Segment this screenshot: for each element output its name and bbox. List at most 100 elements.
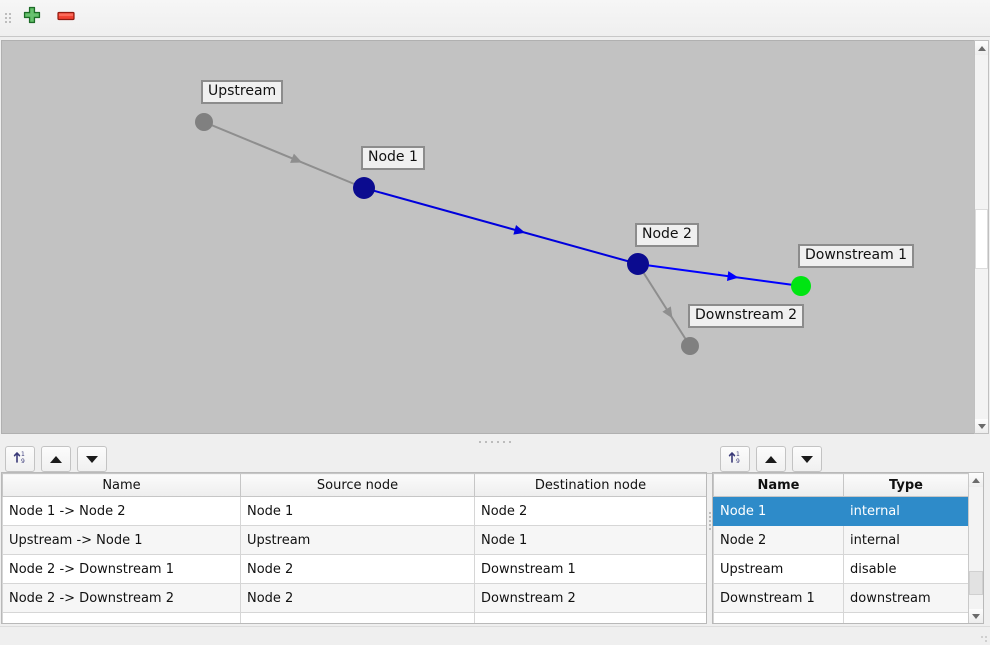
table-cell[interactable]: Upstream [240, 525, 475, 555]
graph-node[interactable] [627, 253, 649, 275]
table-cell[interactable]: Node 2 [240, 583, 475, 613]
grip-dot [5, 13, 7, 15]
nodes-scrollbar-thumb[interactable] [969, 571, 983, 595]
splitter-dot [485, 440, 487, 443]
nodes-move-up-button[interactable] [756, 446, 786, 472]
triangle-down-icon [86, 455, 98, 463]
node-label[interactable]: Upstream [201, 80, 284, 104]
table-cell-empty[interactable] [713, 612, 844, 623]
grip-dot [709, 512, 711, 514]
toolbar-drag-handle[interactable] [3, 6, 13, 30]
edge-arrowhead [290, 153, 303, 163]
graph-edge[interactable] [637, 263, 691, 347]
svg-text:1: 1 [736, 451, 740, 458]
node-label[interactable]: Downstream 1 [798, 244, 915, 268]
table-cell[interactable]: Downstream 2 [474, 583, 706, 613]
grip-dot [9, 21, 11, 23]
column-header[interactable]: Type [843, 473, 969, 497]
graph-node[interactable] [353, 177, 375, 199]
table-cell[interactable]: Node 1 -> Node 2 [2, 496, 241, 526]
column-header[interactable]: Name [2, 473, 241, 497]
column-header[interactable]: Destination node [474, 473, 706, 497]
edge-arrowhead [513, 224, 526, 235]
table-cell[interactable]: Node 1 [713, 496, 844, 526]
scroll-down-button[interactable] [969, 609, 983, 623]
svg-text:9: 9 [21, 458, 25, 465]
splitter-dot [491, 440, 493, 443]
table-cell[interactable]: Node 2 [474, 496, 706, 526]
table-cell[interactable]: Downstream 1 [474, 554, 706, 584]
table-cell[interactable]: Node 2 [240, 554, 475, 584]
nodes-sort-button[interactable]: 1 9 [720, 446, 750, 472]
table-cell[interactable]: downstream [843, 583, 969, 613]
plus-icon [21, 5, 43, 31]
edges-move-down-button[interactable] [77, 446, 107, 472]
edges-move-up-button[interactable] [41, 446, 71, 472]
node-label[interactable]: Downstream 2 [688, 304, 805, 328]
splitter-dot [503, 440, 505, 443]
scroll-down-button[interactable] [975, 419, 988, 433]
table-cell[interactable]: Downstream 1 [713, 583, 844, 613]
graph-node[interactable] [681, 337, 699, 355]
table-cell-empty[interactable] [240, 612, 475, 623]
table-cell[interactable]: Node 1 [474, 525, 706, 555]
table-cell[interactable]: Node 2 -> Downstream 1 [2, 554, 241, 584]
add-button[interactable] [17, 4, 47, 32]
node-label[interactable]: Node 1 [361, 146, 425, 170]
graph-node[interactable] [791, 276, 811, 296]
scroll-up-button[interactable] [969, 473, 983, 487]
column-header[interactable]: Name [713, 473, 844, 497]
scroll-up-button[interactable] [975, 41, 988, 55]
triangle-down-icon [972, 613, 980, 619]
graph-edge[interactable] [637, 263, 802, 287]
sort-ascending-icon: 1 9 [12, 449, 28, 469]
table-cell-empty[interactable] [2, 612, 241, 623]
splitter-dot [479, 440, 481, 443]
table-row-empty[interactable] [713, 612, 969, 623]
table-cell[interactable]: disable [843, 554, 969, 584]
column-header[interactable]: Source node [240, 473, 475, 497]
grip-dot [5, 17, 7, 19]
svg-text:9: 9 [736, 458, 740, 465]
table-cell[interactable]: Node 2 -> Downstream 2 [2, 583, 241, 613]
table-cell[interactable]: Upstream -> Node 1 [2, 525, 241, 555]
remove-button[interactable] [51, 4, 81, 32]
vertical-scrollbar-thumb[interactable] [975, 209, 988, 269]
nodes-move-down-button[interactable] [792, 446, 822, 472]
table-cell[interactable]: Node 1 [240, 496, 475, 526]
table-cell[interactable]: internal [843, 525, 969, 555]
table-row-empty[interactable] [2, 612, 706, 623]
table-cell-empty[interactable] [843, 612, 969, 623]
pane-resize-grip[interactable] [708, 506, 712, 536]
nodes-table-scrollbar[interactable] [968, 473, 983, 623]
table-cell[interactable]: internal [843, 496, 969, 526]
table-cell[interactable]: Upstream [713, 554, 844, 584]
graph-edge[interactable] [363, 187, 639, 265]
canvas-vertical-scrollbar[interactable] [974, 40, 989, 434]
table-cell[interactable]: Node 2 [713, 525, 844, 555]
table-cell-empty[interactable] [474, 612, 706, 623]
resize-grip[interactable] [978, 633, 988, 643]
splitter-dot [497, 440, 499, 443]
graph-node[interactable] [195, 113, 213, 131]
node-label[interactable]: Node 2 [635, 223, 699, 247]
graph-edge[interactable] [203, 121, 365, 189]
edges-sort-button[interactable]: 1 9 [5, 446, 35, 472]
